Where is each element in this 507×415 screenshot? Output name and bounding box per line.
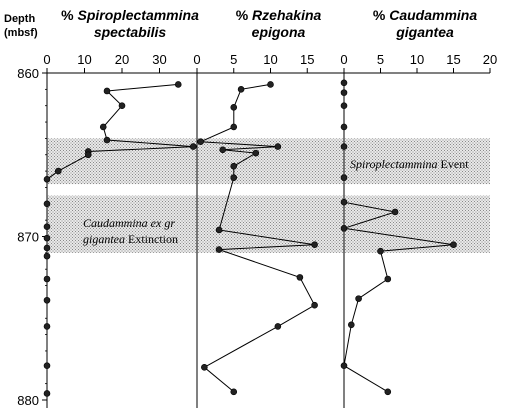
panel-2-title-line1: % Caudammina bbox=[373, 7, 477, 23]
panel-0-point-14 bbox=[43, 252, 51, 260]
panel-0-point-0 bbox=[174, 81, 182, 88]
panel-0-point-16 bbox=[43, 296, 51, 304]
panel-0-point-15 bbox=[43, 275, 51, 283]
panel-2-x-tick-label-20: 20 bbox=[483, 52, 497, 67]
panel-0-point-19 bbox=[43, 390, 51, 397]
panel-2-point-0 bbox=[340, 79, 348, 87]
panel-1-point-6 bbox=[219, 146, 227, 154]
panel-0-point-13 bbox=[43, 244, 51, 252]
panel-2-x-tick-label-15: 15 bbox=[446, 52, 460, 67]
panel-0-point-18 bbox=[43, 362, 51, 369]
panel-0-point-4 bbox=[103, 136, 111, 144]
panel-0-point-1 bbox=[103, 87, 111, 95]
panel-1-x-tick-label-0: 0 bbox=[193, 52, 200, 67]
panel-1-point-3 bbox=[230, 123, 238, 131]
chart-series bbox=[43, 79, 457, 397]
panel-1-point-14 bbox=[311, 301, 318, 309]
y-axis-label-line1: Depth bbox=[4, 13, 35, 25]
panel-1-x-tick-label-15: 15 bbox=[300, 52, 314, 67]
panel-2-point-9 bbox=[450, 241, 457, 248]
panel-2-series-line bbox=[343, 82, 454, 393]
y-axis-label-line2: (mbsf) bbox=[4, 27, 38, 39]
panel-0-x-tick-label-30: 30 bbox=[152, 52, 166, 67]
panel-2-point-12 bbox=[355, 295, 362, 302]
panel-1-point-7 bbox=[252, 149, 260, 157]
chart-text: 860 870 880 Depth (mbsf) 0 10 20 30 % Spiroplecta… bbox=[4, 7, 497, 408]
panel-1-point-12 bbox=[215, 246, 223, 253]
panel-1-point-5 bbox=[274, 143, 282, 150]
panel-0-point-12 bbox=[43, 234, 51, 242]
y-tick-label-860: 860 bbox=[17, 66, 39, 81]
panel-0-point-2 bbox=[118, 102, 126, 109]
panel-2-point-4 bbox=[340, 143, 348, 150]
panel-1-point-17 bbox=[230, 388, 238, 396]
panel-0-x-tick-label-10: 10 bbox=[77, 52, 91, 67]
panel-2-title-line2: gigantea bbox=[395, 24, 454, 40]
panel-1-point-4 bbox=[197, 138, 204, 145]
band-1-label-line1: Caudammina ex gr bbox=[83, 216, 175, 230]
panel-1-point-2 bbox=[230, 104, 238, 111]
panel-2-point-6 bbox=[340, 198, 348, 206]
panel-2-point-3 bbox=[340, 123, 348, 131]
band-0-label: Spiroplectammina Event bbox=[350, 157, 469, 171]
panel-0-point-8 bbox=[54, 167, 62, 175]
panel-2-point-2 bbox=[340, 102, 348, 109]
panel-2-point-8 bbox=[340, 225, 348, 232]
panel-2-x-tick-label-10: 10 bbox=[410, 52, 424, 67]
panel-2-point-10 bbox=[377, 247, 384, 255]
panel-0-title-line2: spectabilis bbox=[94, 24, 167, 40]
panel-1-point-0 bbox=[267, 81, 274, 88]
panel-0-point-17 bbox=[43, 323, 51, 330]
panel-0-point-11 bbox=[43, 223, 51, 230]
y-tick-label-870: 870 bbox=[17, 230, 39, 245]
panel-0-point-5 bbox=[189, 143, 197, 150]
panel-1-title-line1: % Rzehakina bbox=[236, 7, 322, 23]
band-1-label-line2: gigantea Extinction bbox=[83, 232, 178, 246]
panel-1-x-tick-label-5: 5 bbox=[230, 52, 237, 67]
panel-2-point-1 bbox=[340, 89, 348, 96]
panel-1-point-15 bbox=[274, 323, 282, 330]
panel-2-point-14 bbox=[340, 362, 348, 369]
panel-2-x-tick-label-5: 5 bbox=[377, 52, 384, 67]
panel-1-point-13 bbox=[296, 274, 304, 281]
panel-2-point-5 bbox=[340, 174, 348, 181]
panel-0-x-tick-label-0: 0 bbox=[43, 52, 50, 67]
y-tick-label-880: 880 bbox=[17, 393, 39, 408]
panel-1-point-8 bbox=[230, 162, 238, 170]
panel-0-point-7 bbox=[84, 151, 92, 159]
panel-1-title-line2: epigona bbox=[252, 24, 306, 40]
panel-0-title-line1: % Spiroplectammina bbox=[61, 7, 199, 23]
panel-0-point-10 bbox=[43, 200, 51, 208]
panel-0-point-9 bbox=[43, 175, 51, 183]
panel-1-point-1 bbox=[237, 86, 245, 93]
panel-2-point-15 bbox=[384, 388, 392, 396]
panel-0-x-tick-label-20: 20 bbox=[115, 52, 129, 67]
band-1 bbox=[47, 195, 490, 253]
panel-1-point-16 bbox=[201, 363, 208, 371]
panel-1-point-10 bbox=[215, 226, 223, 234]
panel-1-x-tick-label-10: 10 bbox=[263, 52, 277, 67]
panel-2-x-tick-label-0: 0 bbox=[340, 52, 347, 67]
panel-0-point-3 bbox=[99, 123, 107, 131]
panel-1-point-9 bbox=[230, 174, 238, 181]
panel-2-point-11 bbox=[384, 275, 392, 283]
panel-1-point-11 bbox=[311, 241, 318, 248]
panel-2-point-7 bbox=[391, 208, 399, 216]
panel-2-point-13 bbox=[347, 321, 355, 329]
